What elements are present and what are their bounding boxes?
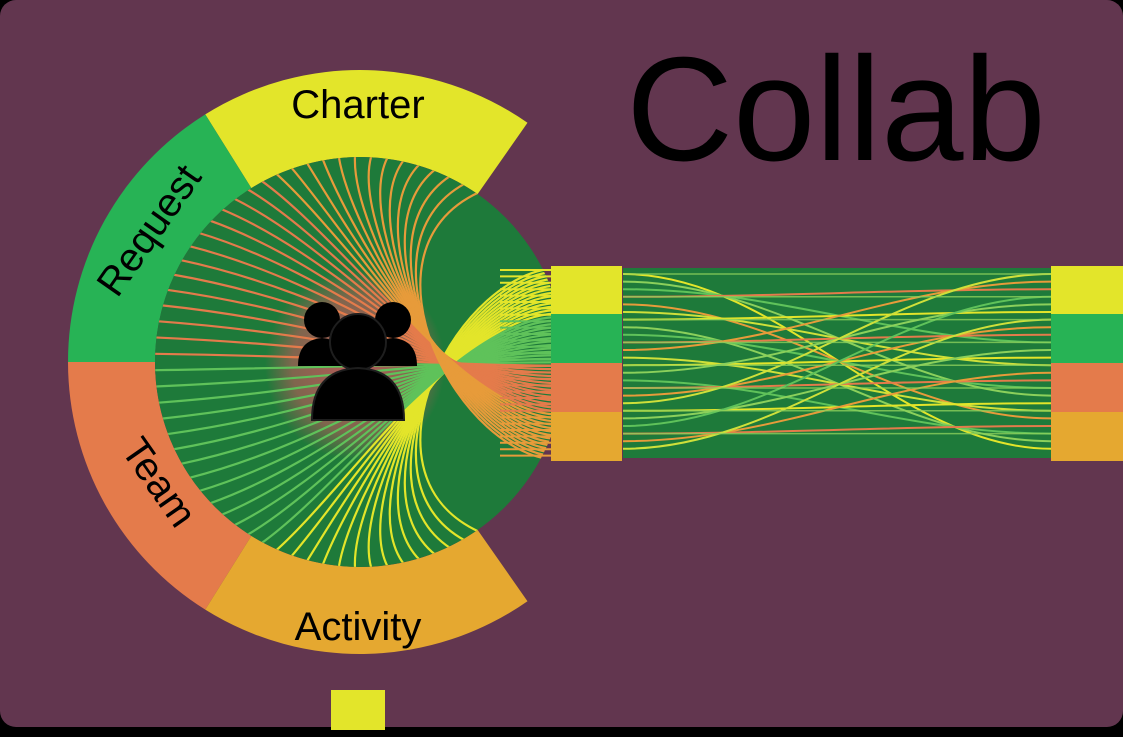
right-port-request — [1051, 314, 1123, 363]
label-charter: Charter — [291, 83, 424, 127]
left-port-activity — [551, 412, 622, 461]
title-text: Collab — [626, 27, 1046, 192]
right-port-team — [1051, 363, 1123, 412]
right-port-charter — [1051, 266, 1123, 314]
left-port-request — [551, 314, 622, 363]
label-activity: Activity — [295, 605, 422, 649]
right-port-activity — [1051, 412, 1123, 461]
left-port — [551, 266, 622, 461]
left-port-team — [551, 363, 622, 412]
category-ring — [68, 70, 528, 655]
left-port-charter — [551, 266, 622, 314]
right-port — [1051, 266, 1123, 461]
segment-activity[interactable] — [205, 529, 528, 655]
segment-request[interactable] — [68, 114, 252, 362]
beam — [623, 268, 1051, 458]
segment-team[interactable] — [68, 362, 252, 610]
connection-bridge — [500, 269, 551, 457]
output-block — [331, 690, 385, 730]
group-of-people-icon — [298, 302, 417, 421]
segment-charter[interactable] — [205, 70, 528, 195]
